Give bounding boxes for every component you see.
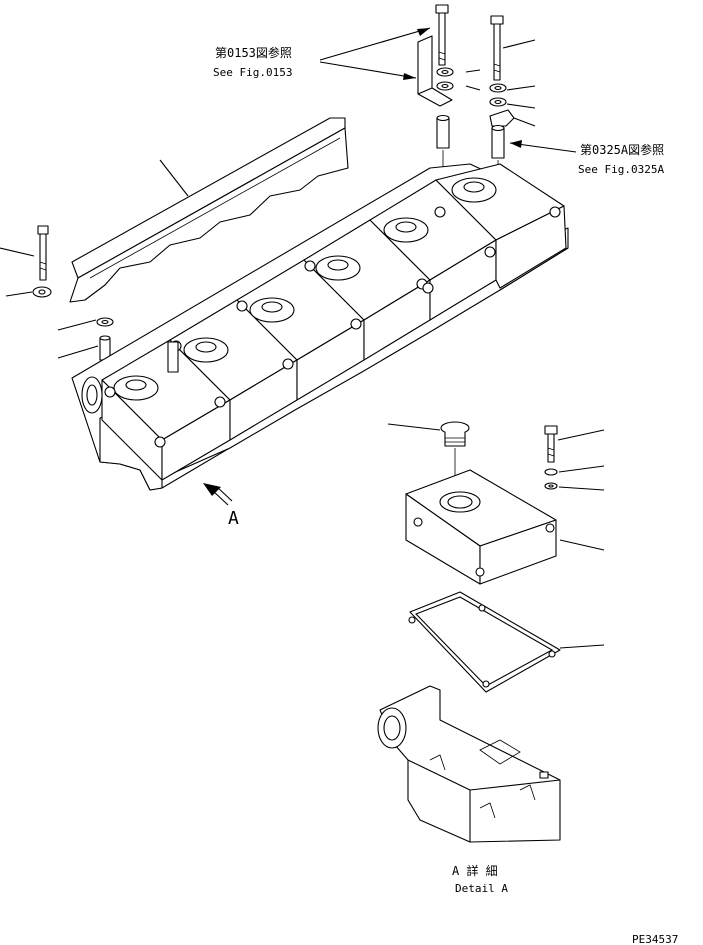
detail-a-body (377, 685, 561, 843)
left-bolt (0, 225, 114, 361)
ref-fig0153-en: See Fig.0153 (213, 66, 292, 79)
cover-unit-6 (435, 163, 567, 289)
side-bolt (544, 425, 605, 491)
filler-cap (387, 421, 470, 488)
ref-fig0153-jp: 第0153図参照 (215, 45, 292, 60)
detail-a-en: Detail A (455, 882, 508, 895)
ref-leaders (319, 27, 577, 153)
drawing-number: PE34537 (632, 933, 678, 945)
cover-unit-4 (303, 219, 431, 361)
head-cover-assembly (71, 163, 569, 491)
ref-fig0325a-en: See Fig.0325A (578, 163, 664, 176)
view-a-arrow (203, 483, 233, 506)
cover-unit-1 (101, 339, 231, 481)
cover-strip (69, 117, 349, 303)
top-fasteners (417, 4, 536, 245)
detail-a-jp: A 詳 細 (452, 863, 498, 878)
view-a-label: A (228, 508, 239, 529)
gasket (408, 591, 605, 693)
cover-unit-3 (236, 259, 365, 401)
single-cover (405, 469, 605, 585)
ref-fig0325a-jp: 第0325A図参照 (580, 142, 664, 157)
cover-unit-5 (369, 179, 497, 321)
